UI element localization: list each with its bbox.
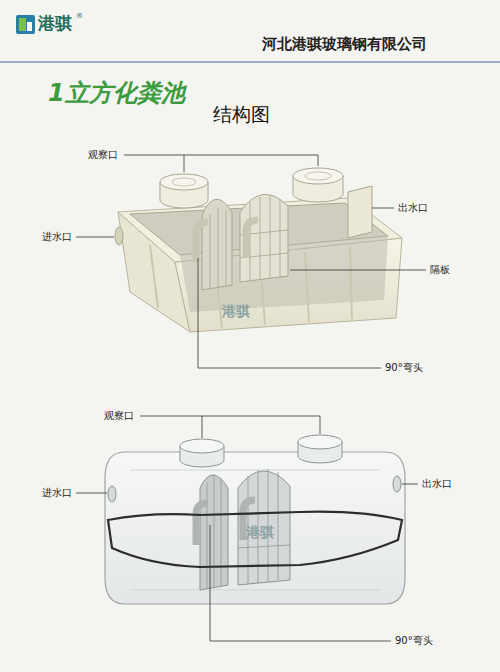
leader-lines xyxy=(76,155,426,368)
part-label: 观察口 xyxy=(88,149,118,161)
part-label: 90°弯头 xyxy=(385,362,423,374)
watermark: 港骐 xyxy=(246,524,274,540)
leader-lines xyxy=(76,416,418,641)
part-label: 进水口 xyxy=(42,487,72,499)
watermark: 港骐 xyxy=(222,303,250,319)
header-rule xyxy=(0,61,500,63)
part-label: 观察口 xyxy=(104,410,134,422)
company-name: 河北港骐玻璃钢有限公司 xyxy=(262,36,427,53)
part-label: 出水口 xyxy=(422,478,452,490)
subtitle: 结构图 xyxy=(213,104,270,126)
part-label: 隔板 xyxy=(430,264,450,276)
transparent-tank xyxy=(105,435,405,604)
logo-text: 港骐 xyxy=(38,14,72,34)
logo-icon xyxy=(16,15,35,34)
open-tank xyxy=(115,168,402,332)
part-label: 进水口 xyxy=(42,231,72,243)
registered-mark: ® xyxy=(76,12,83,20)
diagram-title: 1立方化粪池 xyxy=(48,80,185,108)
part-label: 90°弯头 xyxy=(395,635,433,647)
part-label: 出水口 xyxy=(398,202,428,214)
